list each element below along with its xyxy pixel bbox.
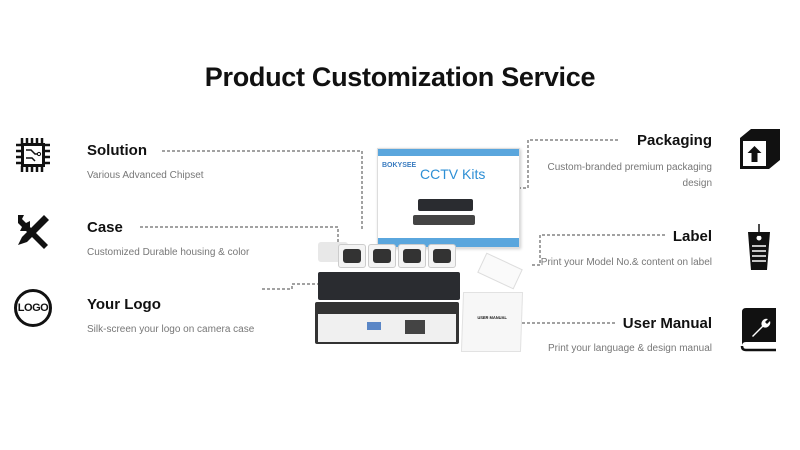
user-manual-booklet: USER MANUAL bbox=[460, 292, 524, 352]
camera bbox=[428, 244, 456, 268]
connector-logo bbox=[262, 283, 322, 290]
connector-packaging bbox=[520, 139, 618, 189]
box-nvr-back-image bbox=[413, 215, 475, 225]
camera bbox=[338, 244, 366, 268]
box-top-stripe bbox=[378, 149, 519, 156]
nvr-poe-ports bbox=[405, 320, 425, 334]
packaging-desc: Custom-branded premium packaging design bbox=[547, 162, 712, 189]
box-title: CCTV Kits bbox=[420, 166, 486, 182]
box-bottom-stripe bbox=[378, 238, 519, 247]
tools-icon bbox=[18, 215, 49, 249]
manual-icon bbox=[740, 308, 776, 352]
camera bbox=[368, 244, 396, 268]
chip-icon bbox=[16, 138, 50, 172]
solution-desc: Various Advanced Chipset bbox=[87, 170, 204, 181]
box-nvr-image bbox=[418, 199, 473, 211]
product-box: BOKYSEE CCTV Kits bbox=[377, 148, 520, 248]
case-heading: Case bbox=[87, 219, 123, 236]
label-desc: Print your Model No.& content on label bbox=[540, 257, 712, 268]
nvr-port-panel bbox=[318, 314, 456, 342]
logo-desc: Silk-screen your logo on camera case bbox=[87, 324, 255, 335]
nvr-recorder bbox=[318, 272, 460, 300]
manual-heading: User Manual bbox=[622, 315, 712, 332]
logo-icon: LOGO bbox=[14, 289, 52, 327]
cameras bbox=[318, 240, 463, 272]
page-title: Product Customization Service bbox=[204, 62, 596, 92]
logo-icon-text: LOGO bbox=[17, 302, 49, 314]
case-desc: Customized Durable housing & color bbox=[87, 247, 250, 258]
camera bbox=[398, 244, 426, 268]
label-heading: Label bbox=[672, 228, 712, 245]
connector-solution bbox=[162, 150, 363, 230]
box-brand: BOKYSEE bbox=[382, 162, 417, 169]
manual-desc: Print your language & design manual bbox=[548, 343, 712, 354]
manual-title: USER MANUAL bbox=[477, 315, 508, 320]
nvr-vga-port bbox=[367, 322, 381, 330]
packaging-heading: Packaging bbox=[636, 132, 712, 149]
connector-case bbox=[140, 226, 339, 243]
tag-icon bbox=[748, 224, 770, 270]
box-icon bbox=[740, 129, 780, 169]
connector-label bbox=[530, 234, 665, 266]
solution-heading: Solution bbox=[87, 142, 147, 159]
logo-heading: Your Logo bbox=[87, 296, 161, 313]
nvr-back-panel bbox=[315, 302, 459, 344]
